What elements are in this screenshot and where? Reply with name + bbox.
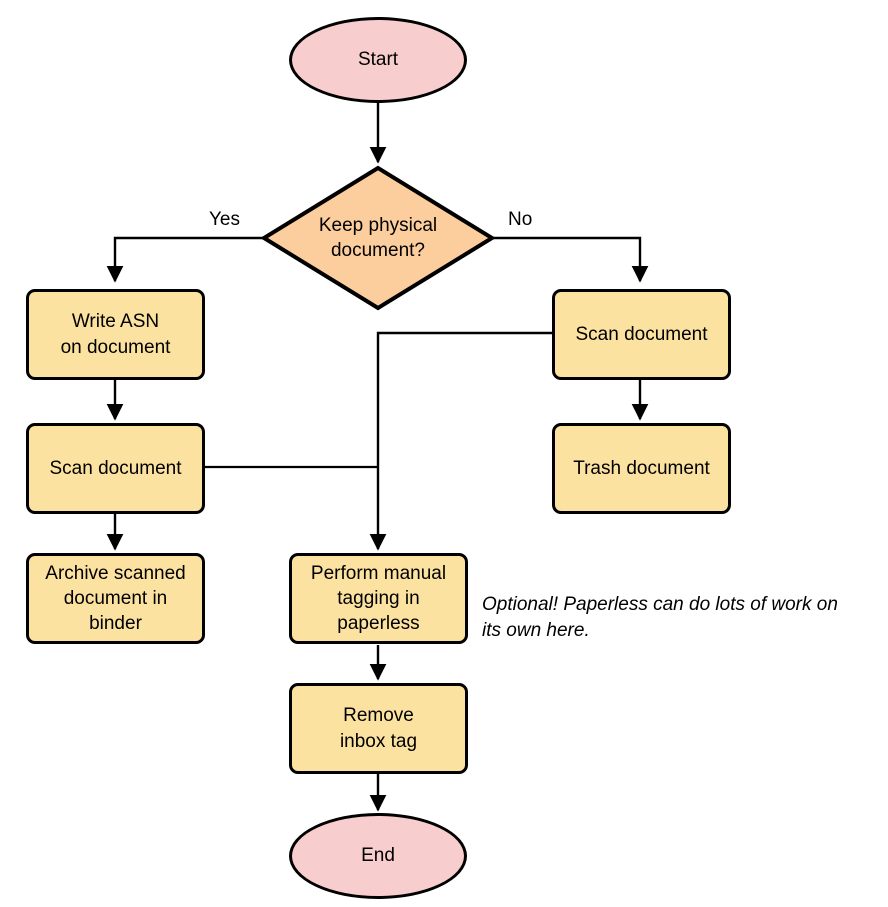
decision-diamond-shape xyxy=(260,165,496,311)
node-write-asn-label: Write ASN on document xyxy=(60,311,171,358)
edge-scan-right-to-manual-tagging xyxy=(369,331,552,551)
node-scan-document-left-label: Scan document xyxy=(49,457,182,479)
node-start[interactable]: Start xyxy=(289,17,467,103)
node-trash-document-label: Trash document xyxy=(573,457,710,479)
edge-decision-yes-to-write-asn xyxy=(106,236,264,283)
node-scan-document-right-label: Scan document xyxy=(575,323,708,345)
node-remove-inbox-tag[interactable]: Remove inbox tag xyxy=(289,683,468,774)
node-end-label: End xyxy=(361,845,395,867)
edge-label-yes: Yes xyxy=(209,209,240,230)
edge-decision-no-to-scan-right xyxy=(492,236,649,283)
node-trash-document[interactable]: Trash document xyxy=(552,423,731,514)
node-remove-inbox-tag-label: Remove inbox tag xyxy=(339,705,418,752)
edge-label-no: No xyxy=(508,209,533,230)
node-perform-manual-tagging[interactable]: Perform manual tagging in paperless xyxy=(289,553,468,644)
node-perform-manual-tagging-label: Perform manual tagging in paperless xyxy=(310,562,447,635)
node-archive-scanned-document-label: Archive scanned document in binder xyxy=(45,562,186,635)
node-write-asn[interactable]: Write ASN on document xyxy=(26,289,205,380)
node-end[interactable]: End xyxy=(289,813,467,899)
node-scan-document-right[interactable]: Scan document xyxy=(552,289,731,380)
node-start-label: Start xyxy=(357,49,399,71)
annotation-optional-note: Optional! Paperless can do lots of work … xyxy=(482,594,838,641)
node-scan-document-left[interactable]: Scan document xyxy=(26,423,205,514)
node-archive-scanned-document[interactable]: Archive scanned document in binder xyxy=(26,553,205,644)
